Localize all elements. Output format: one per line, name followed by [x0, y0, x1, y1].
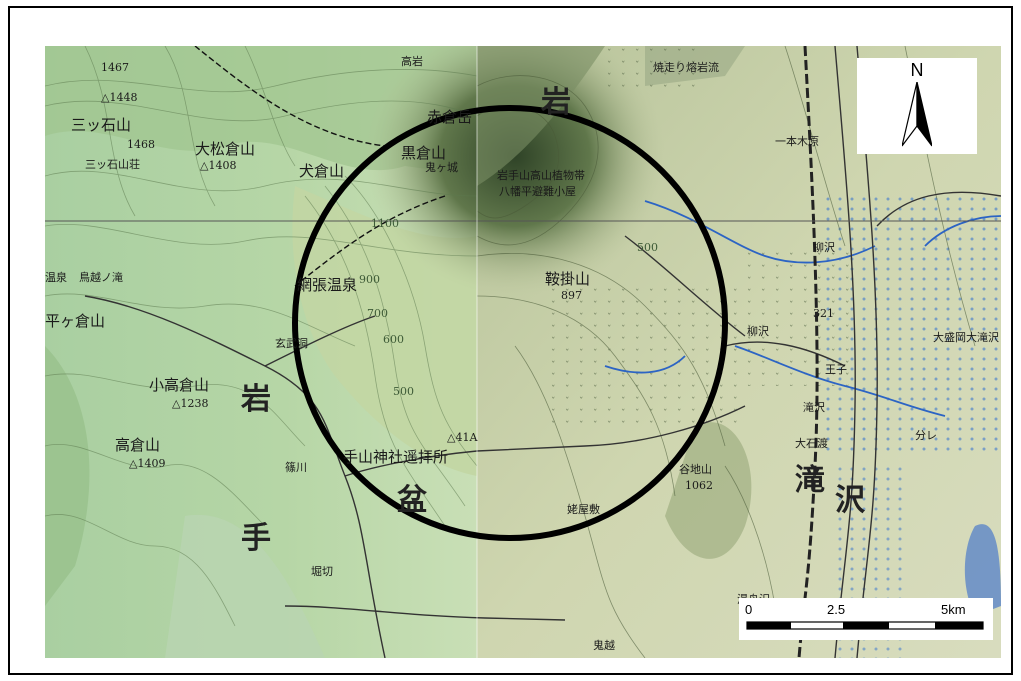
place-label: 岩 [541, 85, 571, 120]
place-label: △41A [447, 431, 478, 444]
place-label: 柳沢 [813, 241, 835, 254]
north-arrow-icon [902, 82, 932, 147]
place-label: 1062 [685, 479, 713, 492]
place-label: △1238 [172, 397, 209, 410]
place-label: 大松倉山 [195, 140, 256, 158]
place-label: 網張温泉 [297, 276, 358, 294]
place-label: △1408 [200, 159, 237, 172]
place-label: 高倉山 [115, 436, 161, 454]
place-label: 小高倉山 [149, 376, 210, 394]
place-label: 堀切 [311, 565, 333, 578]
place-label: 温泉 [45, 271, 67, 284]
place-label: 大石渡 [795, 437, 828, 450]
place-label: 鬼ヶ城 [425, 161, 458, 174]
place-label: 鞍掛山 [545, 270, 591, 288]
contour-label: 900 [359, 273, 380, 286]
place-label: 滝 [795, 463, 825, 498]
place-label: 篠川 [285, 461, 307, 474]
scale-tick-end: 5km [941, 602, 966, 617]
place-label: 八幡平避難小屋 [499, 185, 576, 198]
place-label: 岩手山高山植物帯 [497, 169, 585, 182]
place-label: 姥屋敷 [567, 503, 600, 516]
place-label: 手山神社遥拝所 [343, 448, 449, 466]
map-frame: ˇ [8, 6, 1013, 675]
place-label: 分レ [915, 429, 937, 442]
contour-label: 500 [393, 385, 414, 398]
study-area-circle [292, 105, 728, 541]
place-label: 黒倉山 [401, 144, 447, 162]
north-label: N [910, 60, 924, 80]
place-label: △1409 [129, 457, 166, 470]
place-label: 岩 [241, 382, 271, 417]
place-label: 平ヶ倉山 [45, 312, 106, 330]
place-label: 鳥越ノ滝 [79, 271, 123, 284]
contour-label: 600 [383, 333, 404, 346]
place-label: 1467 [101, 61, 129, 74]
place-label: 1468 [127, 138, 155, 151]
scale-bar: 0 2.5 5km [739, 598, 993, 640]
north-arrow: N [857, 58, 977, 154]
place-label: 滝沢 [803, 401, 825, 414]
place-label: 柳沢 [747, 325, 769, 338]
place-label: 一本木原 [775, 135, 819, 148]
place-label: 犬倉山 [299, 162, 345, 180]
place-label: 三ッ石山荘 [85, 158, 140, 171]
place-label: 焼走り熔岩流 [653, 61, 719, 74]
place-label: 高岩 [401, 55, 423, 68]
contour-label: 700 [367, 307, 388, 320]
place-label: 321 [813, 307, 834, 320]
contour-label: 1100 [371, 217, 399, 230]
place-label: 玄武洞 [275, 337, 308, 350]
scale-tick-0: 0 [745, 602, 753, 617]
contour-label: 500 [637, 241, 658, 254]
place-label: 王子 [825, 363, 847, 376]
place-label: 三ッ石山 [71, 116, 132, 134]
place-label: 897 [561, 289, 582, 302]
place-label: △1448 [101, 91, 138, 104]
place-label: 赤倉岳 [427, 108, 473, 126]
place-label: 谷地山 [679, 463, 712, 476]
place-label: 盆 [397, 483, 427, 518]
scale-tick-mid: 2.5 [827, 602, 846, 617]
place-label: 手 [241, 521, 271, 556]
place-label: 大盛岡大滝沢 [933, 331, 999, 344]
place-label: 沢 [835, 483, 865, 518]
place-label: 鬼越 [593, 639, 615, 652]
